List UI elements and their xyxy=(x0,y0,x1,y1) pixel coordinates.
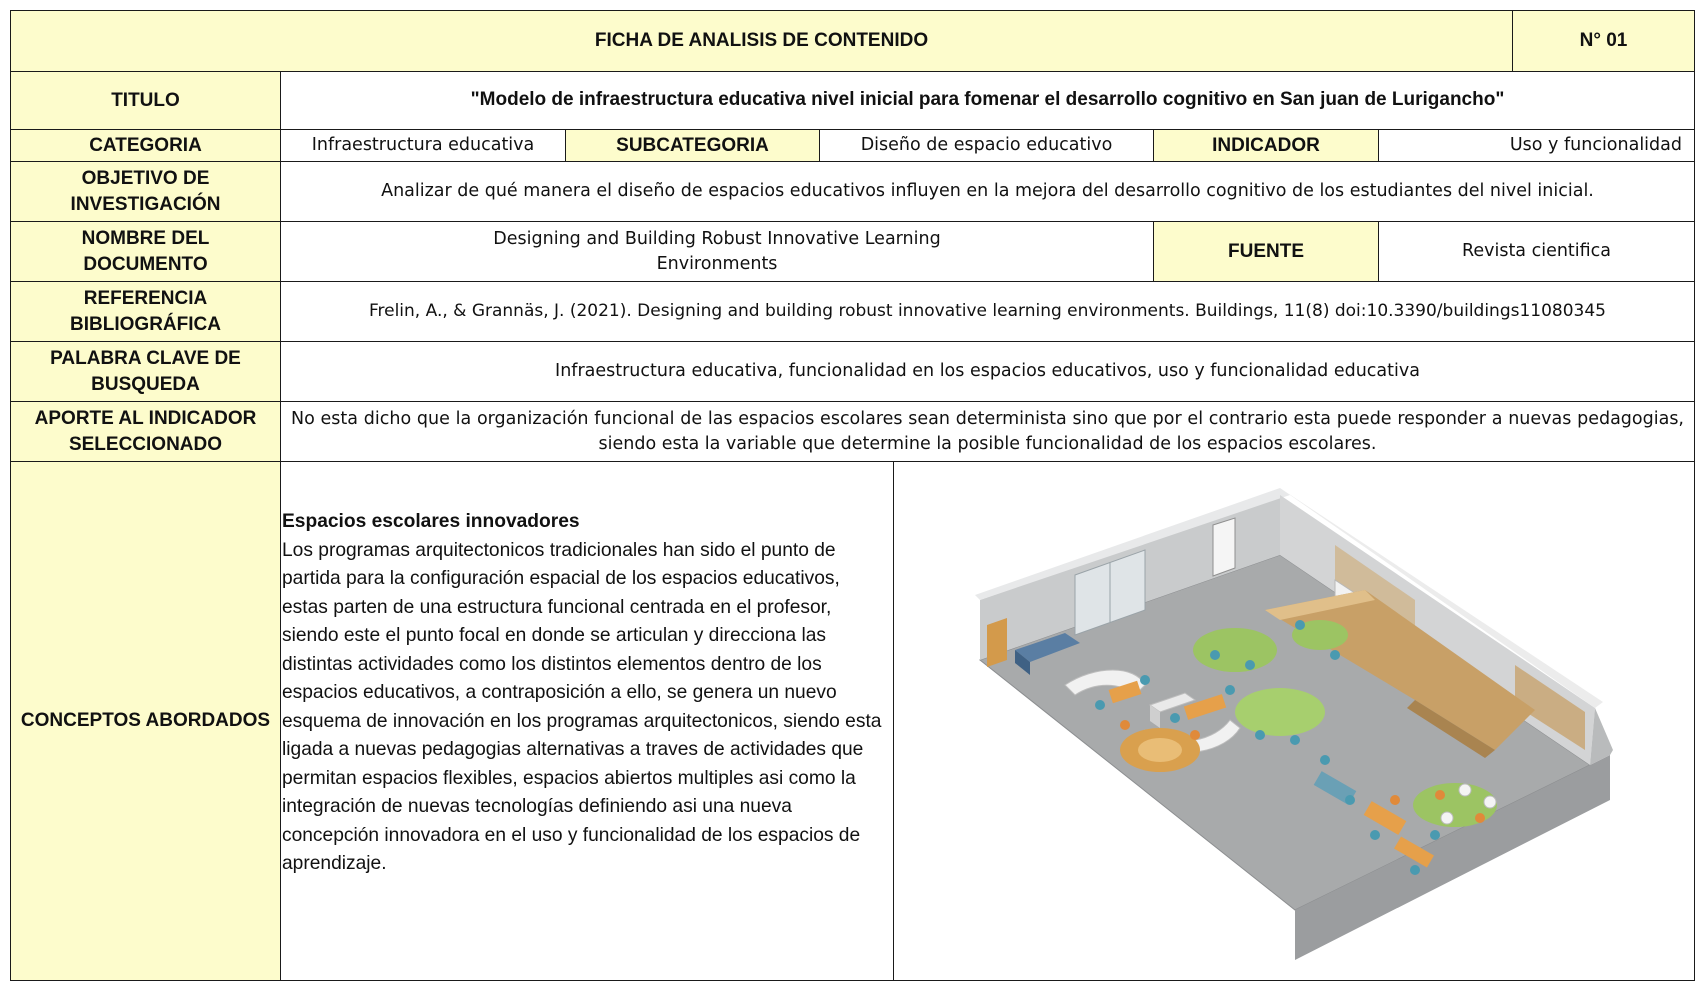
referencia-label: REFERENCIA BIBLIOGRÁFICA xyxy=(10,281,281,342)
fuente-label: FUENTE xyxy=(1153,221,1379,282)
conceptos-label: CONCEPTOS ABORDADOS xyxy=(10,461,281,981)
palabra-label-line1: PALABRA CLAVE DE xyxy=(50,347,241,369)
indicador-label: INDICADOR xyxy=(1153,129,1379,162)
nombre-label-line2: DOCUMENTO xyxy=(83,253,208,275)
aporte-label-line1: APORTE AL INDICADOR xyxy=(34,407,257,429)
categoria-value: Infraestructura educativa xyxy=(280,129,566,162)
nombre-label-line1: NOMBRE DEL xyxy=(81,227,210,249)
aporte-value: No esta dicho que la organización funcio… xyxy=(280,401,1695,462)
conceptos-text: Espacios escolares innovadores Los progr… xyxy=(282,508,882,879)
sheet-number: N° 01 xyxy=(1512,10,1695,72)
referencia-label-line2: BIBLIOGRÁFICA xyxy=(70,313,221,335)
nombre-value: Designing and Building Robust Innovative… xyxy=(280,221,1154,282)
nombre-value-line2: Environments xyxy=(656,253,778,274)
fuente-value: Revista cientifica xyxy=(1378,221,1695,282)
objetivo-label-line2: INVESTIGACIÓN xyxy=(70,193,221,215)
conceptos-heading: Espacios escolares innovadores xyxy=(282,511,580,532)
titulo-label: TITULO xyxy=(10,71,281,130)
nombre-label: NOMBRE DEL DOCUMENTO xyxy=(10,221,281,282)
objetivo-label: OBJETIVO DE INVESTIGACIÓN xyxy=(10,161,281,222)
aporte-label-line2: SELECCIONADO xyxy=(68,433,223,455)
palabra-value: Infraestructura educativa, funcionalidad… xyxy=(280,341,1695,402)
categoria-label: CATEGORIA xyxy=(10,129,281,162)
aporte-label: APORTE AL INDICADOR SELECCIONADO xyxy=(10,401,281,462)
subcategoria-value: Diseño de espacio educativo xyxy=(819,129,1154,162)
nombre-value-line1: Designing and Building Robust Innovative… xyxy=(493,229,941,250)
palabra-label: PALABRA CLAVE DE BUSQUEDA xyxy=(10,341,281,402)
objetivo-label-line1: OBJETIVO DE xyxy=(81,167,210,189)
subcategoria-label: SUBCATEGORIA xyxy=(565,129,820,162)
conceptos-body: Los programas arquitectonicos tradiciona… xyxy=(282,539,882,875)
objetivo-value: Analizar de qué manera el diseño de espa… xyxy=(280,161,1695,222)
referencia-value: Frelin, A., & Grannäs, J. (2021). Design… xyxy=(280,281,1695,342)
titulo-value: "Modelo de infraestructura educativa niv… xyxy=(280,71,1695,130)
palabra-label-line2: BUSQUEDA xyxy=(91,373,200,395)
referencia-label-line1: REFERENCIA xyxy=(83,287,208,309)
isometric-classroom-illustration xyxy=(975,488,1613,960)
indicador-value: Uso y funcionalidad xyxy=(1378,129,1695,162)
sheet-title: FICHA DE ANALISIS DE CONTENIDO xyxy=(10,10,1513,72)
